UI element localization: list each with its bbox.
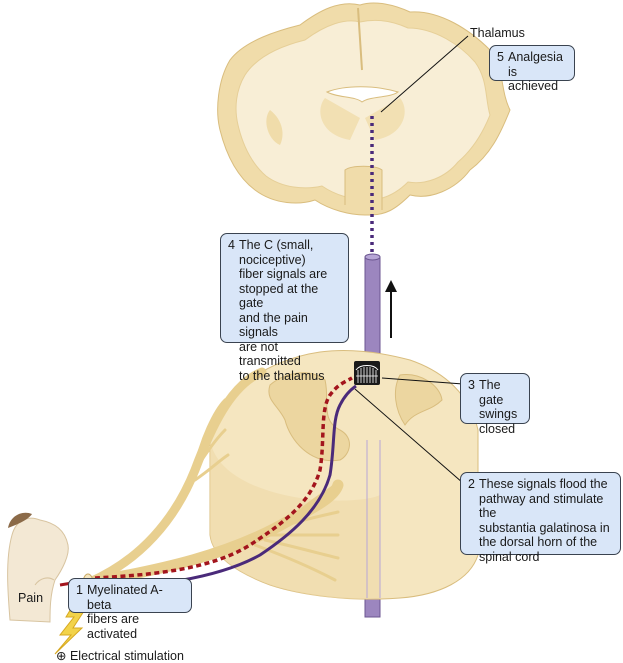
gate-pointer-line (381, 377, 464, 385)
upward-arrow-icon (385, 280, 397, 338)
step-4-number: 4 (228, 238, 235, 252)
electrical-stimulation-text: Electrical stimulation (69, 649, 184, 663)
step-3-number: 3 (468, 378, 475, 392)
nerve-roots (84, 367, 344, 588)
brain-section (217, 2, 511, 216)
step-3-text: The gate swings closed (479, 378, 518, 436)
step-2-callout: 2 These signals flood the pathway and st… (460, 472, 621, 564)
gate-icon (354, 361, 380, 385)
person-back-pain-illustration (7, 512, 69, 623)
step-1-callout: 1 Myelinated A-beta fibers are activated (68, 578, 192, 641)
step-4-callout: 4 The C (small, nociceptive) fiber signa… (220, 233, 349, 383)
electrical-stimulation-label: ⊕ Electrical stimulation (56, 648, 184, 663)
thalamus-label: Thalamus (470, 26, 525, 40)
plus-circle-icon: ⊕ (56, 649, 67, 663)
step-5-text: Analgesia is achieved (508, 50, 563, 93)
step-5-number: 5 (497, 50, 504, 64)
step-5-callout: 5 Analgesia is achieved (489, 45, 575, 93)
substantia-pointer-line (354, 388, 464, 484)
step-2-number: 2 (468, 477, 475, 491)
step-1-number: 1 (76, 583, 83, 597)
c-fiber-pathway (94, 376, 353, 580)
thalamus-pointer-line (380, 35, 469, 113)
step-2-text: These signals flood the pathway and stim… (479, 477, 610, 564)
step-4-text: The C (small, nociceptive) fiber signals… (239, 238, 328, 383)
spinal-cord (209, 349, 479, 600)
step-3-callout: 3 The gate swings closed (460, 373, 530, 436)
pain-label: Pain (18, 591, 44, 605)
step-1-text: Myelinated A-beta fibers are activated (87, 583, 163, 641)
